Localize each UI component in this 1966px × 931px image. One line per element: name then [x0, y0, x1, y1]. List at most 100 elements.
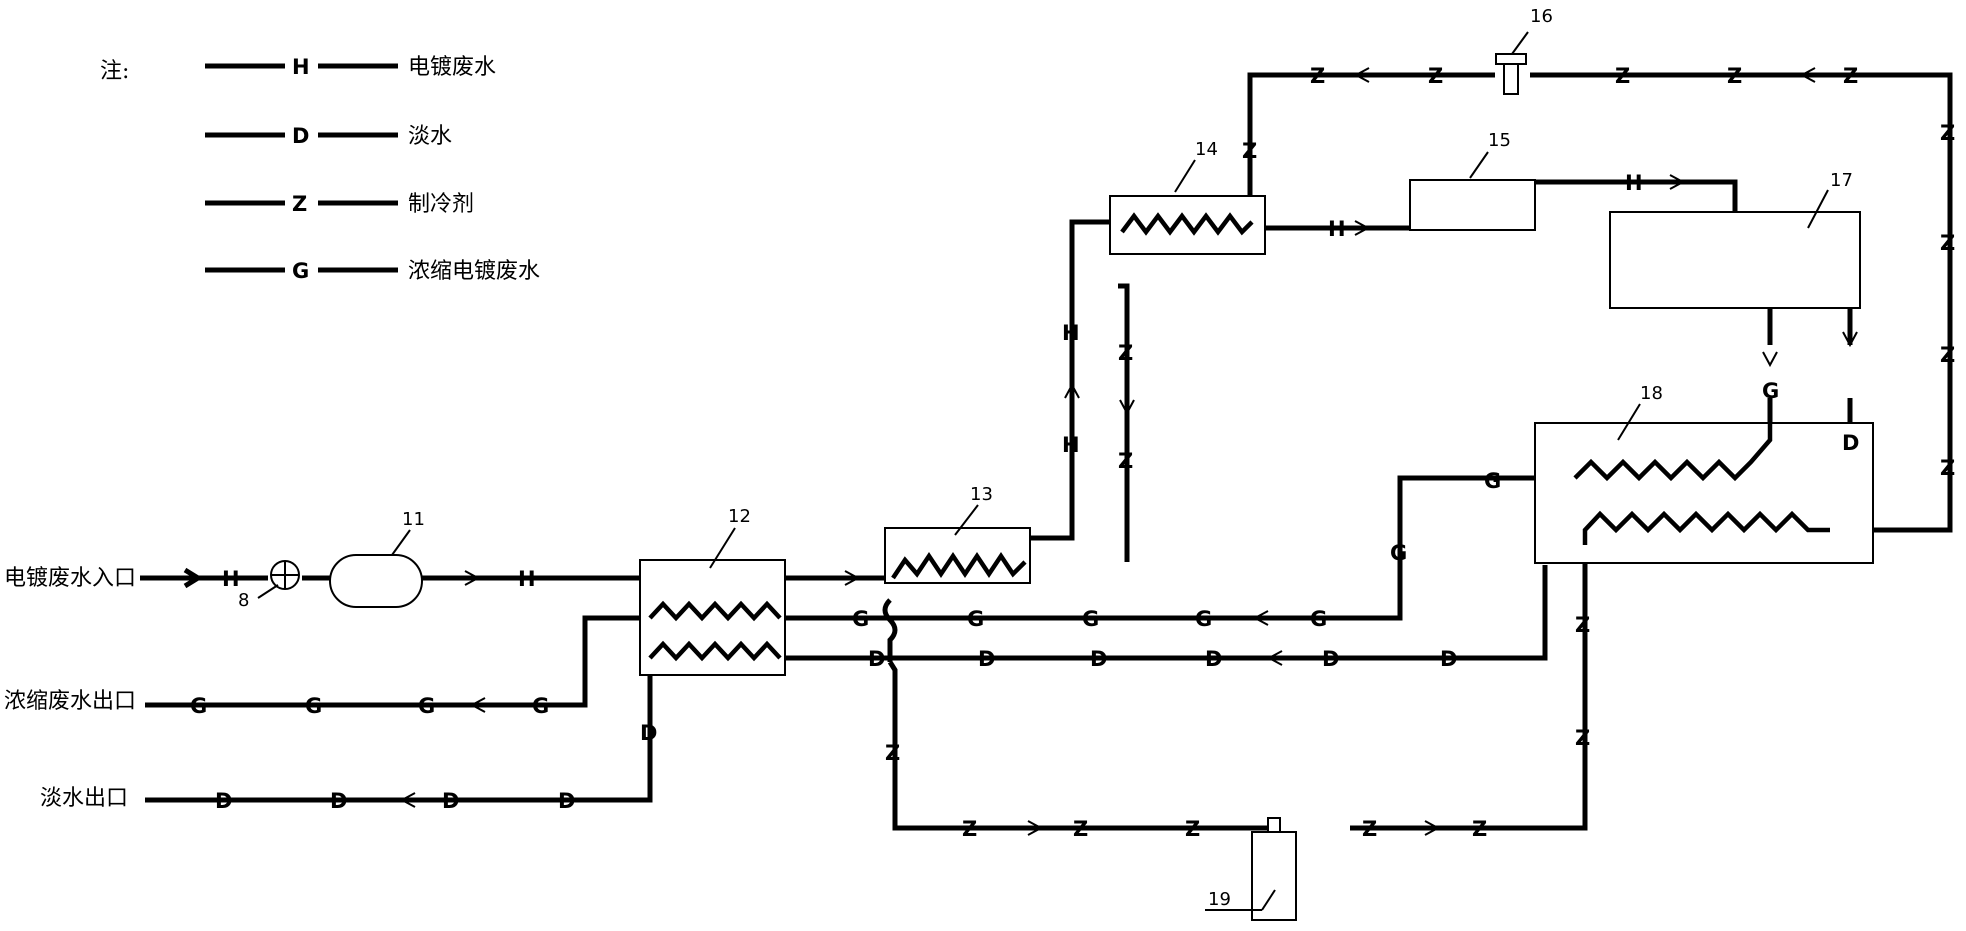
- code-d-3: D: [1205, 647, 1222, 671]
- arrow-z-down: [1119, 399, 1135, 416]
- z-pipe-19-to-12: [887, 660, 1268, 831]
- code-h-up-2: H: [1062, 321, 1080, 345]
- code-z-left: Z: [885, 741, 900, 765]
- tank-17: 17: [1609, 170, 1861, 345]
- code-z-right-4: Z: [1940, 456, 1955, 480]
- arrow-z-bottom-right: [1424, 820, 1441, 836]
- g-pipe-18-to-12: [785, 475, 1575, 621]
- pipe-labels: H H H H H H G G G G G G G G G G G G D D …: [190, 64, 1955, 841]
- exchanger-12: 12: [639, 506, 786, 676]
- legend-text-z: 制冷剂: [408, 192, 474, 217]
- code-z-right-2: Z: [1940, 231, 1955, 255]
- arrow-h-11: [464, 570, 481, 586]
- pump-leader: [257, 584, 279, 599]
- exchanger-12-box: [639, 559, 786, 676]
- arrow-d-out: [399, 792, 416, 808]
- d-pipe-18-to-12: [785, 565, 1548, 661]
- exchanger-13: 13: [884, 484, 1031, 584]
- code-z-bottom-1: Z: [1472, 817, 1487, 841]
- label-14: 14: [1195, 139, 1218, 160]
- code-d-out-2: D: [442, 789, 459, 813]
- code-d-4: D: [1090, 647, 1107, 671]
- code-d-5: D: [978, 647, 995, 671]
- exchanger-14-leader: [1174, 159, 1196, 193]
- arrow-g-17: [1762, 351, 1778, 368]
- d-pipe-outlet: [145, 655, 653, 803]
- z-pipe-16-to-18: [1530, 72, 1953, 533]
- unit-15: 15: [1409, 130, 1536, 231]
- legend-code-d: D: [292, 124, 309, 148]
- code-z-bottom-5: Z: [962, 817, 977, 841]
- unit-15-leader: [1469, 151, 1489, 179]
- code-h-up-1: H: [1062, 433, 1080, 457]
- code-h-15: H: [1625, 171, 1643, 195]
- unit-15-box: [1409, 179, 1536, 231]
- compressor-19-body: [1251, 831, 1297, 921]
- compressor-19: 19: [1205, 817, 1297, 921]
- arrow-g-back: [1252, 610, 1269, 626]
- code-d-out-3: D: [330, 789, 347, 813]
- tank-17-box: [1609, 211, 1861, 309]
- code-d-2: D: [1322, 647, 1339, 671]
- code-d-vert: D: [640, 721, 657, 745]
- z-pipe-18-to-19: [1350, 545, 1588, 831]
- label-13: 13: [970, 484, 993, 505]
- code-z-top-1: Z: [1310, 64, 1325, 88]
- exchanger-12-coil-d: [648, 640, 782, 662]
- code-g-17: G: [1762, 379, 1779, 403]
- code-h-inlet: H: [222, 567, 240, 591]
- code-z-right-1: Z: [1940, 121, 1955, 145]
- legend: 注: H 电镀废水 D 淡水 Z 制冷剂 G 浓缩电镀废水: [100, 55, 540, 284]
- exchanger-14-coil: [1120, 212, 1254, 236]
- label-12: 12: [728, 506, 751, 527]
- arrow-h-up: [1064, 382, 1080, 399]
- arrow-d-back: [1266, 650, 1283, 666]
- compressor-19-leader-2: [1261, 889, 1276, 911]
- arrow-z-top-left: [1353, 67, 1370, 83]
- code-z-up-1: Z: [1118, 341, 1133, 365]
- inlet-label: 电镀废水入口: [4, 566, 136, 591]
- code-z-down-1: Z: [1575, 613, 1590, 637]
- code-z-14: Z: [1242, 139, 1257, 163]
- h-pipes: [140, 179, 1738, 581]
- evaporator-18-coil-z: [1582, 510, 1830, 545]
- code-h-11: H: [518, 567, 536, 591]
- legend-code-h: H: [292, 55, 310, 79]
- code-h-14: H: [1328, 217, 1346, 241]
- code-g-out-1: G: [532, 694, 549, 718]
- h-pipe-15-to-17: [1535, 179, 1738, 214]
- code-z-right-3: Z: [1940, 343, 1955, 367]
- arrow-d-17: [1842, 331, 1858, 348]
- code-g-out-4: G: [190, 694, 207, 718]
- legend-note: 注:: [100, 59, 129, 84]
- legend-code-g: G: [292, 259, 309, 283]
- code-g-2: G: [1195, 607, 1212, 631]
- arrow-inlet: [183, 567, 203, 589]
- tank-11-leader: [391, 529, 411, 556]
- evaporator-18-leader: [1617, 403, 1641, 441]
- exchanger-12-coil-g: [648, 600, 782, 622]
- flow-arrows: [183, 67, 1858, 836]
- code-d-17: D: [1842, 431, 1859, 455]
- legend-text-h: 电镀废水: [408, 55, 496, 80]
- z-pipe-13-to-14: [1118, 283, 1130, 562]
- pump-8: 8: [238, 560, 300, 611]
- arrow-z-top-right: [1799, 67, 1816, 83]
- legend-text-d: 淡水: [408, 124, 452, 149]
- code-g-vert: G: [1390, 541, 1407, 565]
- code-g-1: G: [1310, 607, 1327, 631]
- z-pipe-crossing: [882, 598, 898, 662]
- arrow-h-14: [1354, 220, 1371, 236]
- legend-text-g: 浓缩电镀废水: [408, 259, 540, 284]
- code-z-top-4: Z: [1727, 64, 1742, 88]
- code-z-bottom-4: Z: [1073, 817, 1088, 841]
- code-z-up-2: Z: [1118, 449, 1133, 473]
- code-z-bottom-2: Z: [1362, 817, 1377, 841]
- exchanger-14: 14: [1109, 139, 1266, 255]
- exchanger-12-leader: [709, 527, 736, 569]
- code-g-5: G: [852, 607, 869, 631]
- arrow-h-15: [1669, 174, 1686, 190]
- exchanger-13-coil: [891, 551, 1027, 580]
